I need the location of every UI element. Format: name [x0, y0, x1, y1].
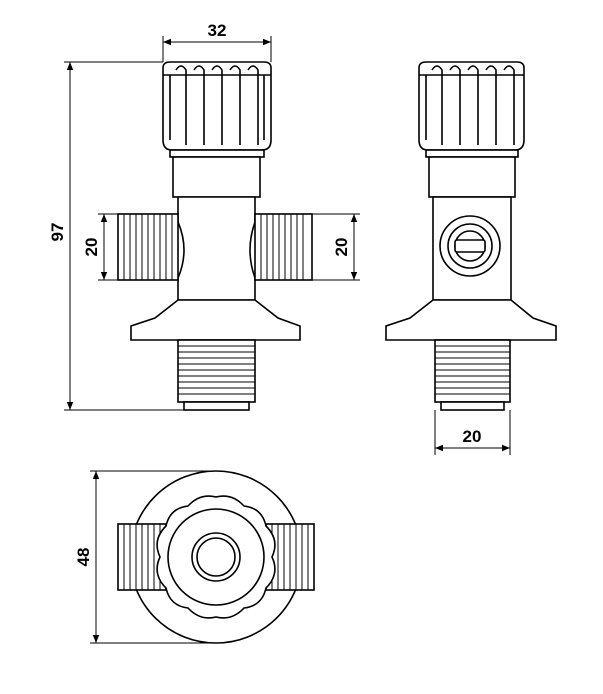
dimension-side-right: 20: [312, 213, 360, 281]
front-stem: [172, 156, 261, 198]
side-port: [439, 215, 501, 277]
bottom-thread-left: [117, 523, 167, 591]
dimension-label-bottom-diameter: 48: [74, 548, 93, 567]
front-knob: [162, 61, 272, 158]
front-view: [117, 61, 313, 411]
front-thread-right: [254, 213, 313, 281]
dimension-base-thread: 20: [434, 410, 511, 455]
dimension-label-height-total: 97: [48, 223, 67, 242]
side-stem: [428, 156, 516, 198]
front-thread-bottom: [177, 339, 256, 411]
dimension-bottom-diameter: 48: [74, 470, 216, 644]
front-body: [177, 196, 256, 301]
bottom-bore-inner: [196, 537, 236, 577]
side-thread-bottom: [434, 339, 511, 411]
dimension-label-side-right: 20: [332, 238, 351, 257]
bottom-view: [117, 470, 315, 644]
bottom-body-circle: [167, 508, 265, 606]
bottom-bore-outer: [191, 532, 241, 582]
front-thread-left: [117, 213, 179, 281]
dimension-label-side-left: 20: [82, 238, 101, 257]
dimension-label-base-thread: 20: [463, 427, 482, 446]
bottom-thread-right: [265, 523, 315, 591]
dimension-side-left: 20: [82, 213, 118, 281]
side-knob: [418, 61, 525, 151]
dimension-width-top: 32: [162, 21, 272, 62]
side-flange: [385, 299, 557, 341]
front-flange: [130, 299, 301, 341]
dimension-label-width-top: 32: [208, 21, 227, 40]
side-view: [385, 61, 557, 411]
dimension-height-total: 97: [48, 61, 184, 411]
bottom-knob-outline: [156, 495, 276, 619]
